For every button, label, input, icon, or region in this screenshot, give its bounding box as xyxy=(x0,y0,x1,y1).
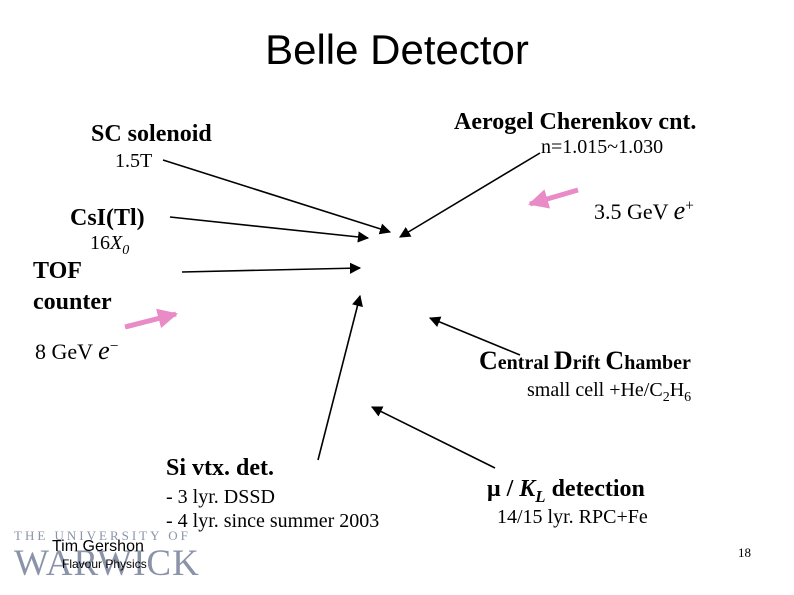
arrow-csi xyxy=(169,216,370,243)
slide-title: Belle Detector xyxy=(265,26,529,73)
arrow-electron-beam xyxy=(124,308,178,330)
cdc-label: Central Drift Chamber xyxy=(479,346,691,375)
sc-solenoid-field: 1.5T xyxy=(115,150,153,172)
logo-top-text: THE UNIVERSITY OF xyxy=(14,528,191,543)
klm-detail: 14/15 lyr. RPC+Fe xyxy=(497,506,648,528)
svd-label: Si vtx. det. xyxy=(166,455,274,481)
arrow-tof xyxy=(181,262,362,274)
sc-solenoid-label: SC solenoid xyxy=(91,121,212,147)
arrow-cdc xyxy=(428,316,521,356)
tof-label-line2: counter xyxy=(33,289,112,315)
department-name: Flavour Physics xyxy=(62,557,147,571)
aerogel-label: Aerogel Cherenkov cnt. xyxy=(454,109,697,135)
csi-label: CsI(Tl) xyxy=(70,205,145,231)
aerogel-index: n=1.015~1.030 xyxy=(541,136,664,158)
electron-beam-label: 8 GeV e− xyxy=(35,336,119,365)
arrow-klm xyxy=(370,406,496,469)
csi-radiation-length: 16X0 xyxy=(90,232,130,258)
svd-detail-1: - 3 lyr. DSSD xyxy=(166,486,275,508)
positron-beam-label: 3.5 GeV e+ xyxy=(594,196,694,225)
university-logo: THE UNIVERSITY OF WARWICK xyxy=(14,528,200,585)
tof-label-line1: TOF xyxy=(33,258,82,284)
arrow-aerogel xyxy=(399,152,541,238)
arrow-positron-beam xyxy=(528,187,579,209)
klm-label: μ / KL detection xyxy=(487,476,645,506)
arrow-svd xyxy=(317,294,363,461)
cdc-detail: small cell +He/C2H6 xyxy=(527,379,692,405)
svd-detail-2: - 4 lyr. since summer 2003 xyxy=(166,510,380,532)
author-name: Tim Gershon xyxy=(52,538,144,555)
page-number: 18 xyxy=(738,545,751,560)
logo-main-text: WARWICK xyxy=(14,543,200,584)
arrow-sc-solenoid xyxy=(162,159,392,235)
